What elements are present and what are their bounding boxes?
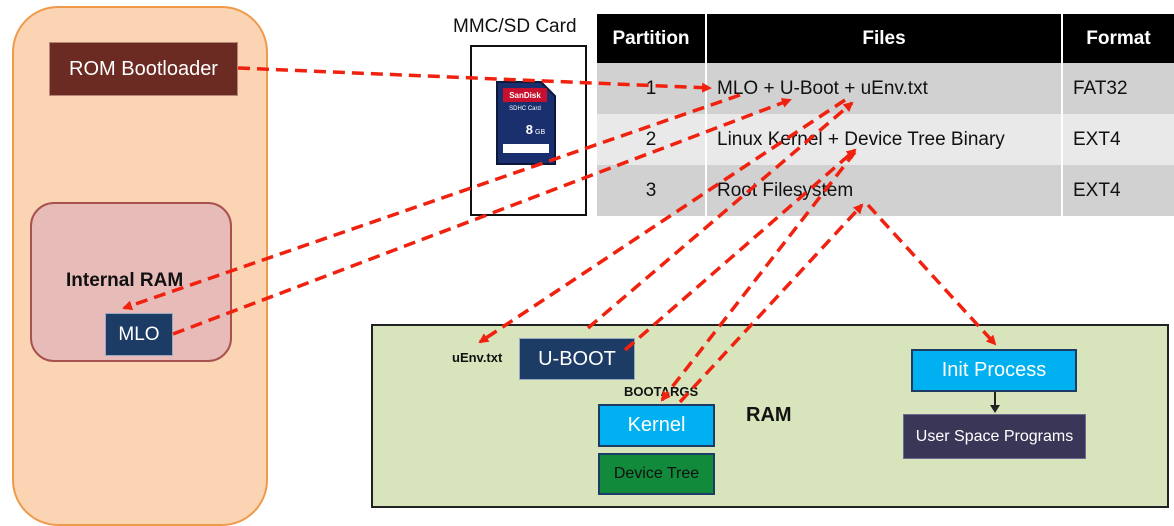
table-row: 3 Root Filesystem EXT4 — [597, 165, 1174, 216]
table-row: 1 MLO + U-Boot + uEnv.txt FAT32 — [597, 63, 1174, 114]
user-space-programs-box: User Space Programs — [903, 414, 1086, 459]
partition-table-header-row: Partition Files Format — [597, 14, 1174, 63]
partition-table: Partition Files Format 1 MLO + U-Boot + … — [597, 14, 1174, 216]
partition-files: Linux Kernel + Device Tree Binary — [706, 114, 1063, 165]
bootargs-label: BOOTARGS — [624, 384, 699, 399]
card-label-strip — [503, 144, 549, 153]
uboot-box: U-BOOT — [519, 338, 635, 380]
rom-bootloader-box: ROM Bootloader — [49, 42, 238, 96]
device-tree-box: Device Tree — [598, 453, 715, 495]
header-partition: Partition — [597, 14, 707, 63]
init-process-box: Init Process — [911, 349, 1077, 392]
card-capacity-number: 8 — [526, 122, 533, 137]
header-format: Format — [1062, 14, 1174, 63]
init-to-userspace-arrow — [990, 392, 1000, 413]
card-type-text: SDHC Card — [509, 106, 541, 112]
card-capacity-unit: GB — [535, 129, 545, 136]
ram-label: RAM — [746, 404, 792, 426]
card-brand-text: SanDisk — [509, 91, 541, 100]
partition-files: Root Filesystem — [706, 165, 1063, 216]
table-row: 2 Linux Kernel + Device Tree Binary EXT4 — [597, 114, 1174, 165]
partition-files: MLO + U-Boot + uEnv.txt — [706, 63, 1063, 114]
internal-ram-label: Internal RAM — [66, 270, 184, 291]
kernel-box: Kernel — [598, 404, 715, 447]
mlo-box: MLO — [105, 313, 173, 356]
partition-format: FAT32 — [1062, 63, 1174, 114]
partition-format: EXT4 — [1062, 165, 1174, 216]
partition-number: 2 — [597, 114, 707, 165]
partition-number: 3 — [597, 165, 707, 216]
header-files: Files — [706, 14, 1063, 63]
sd-card-label: MMC/SD Card — [453, 16, 577, 37]
partition-format: EXT4 — [1062, 114, 1174, 165]
uenv-label: uEnv.txt — [452, 350, 503, 365]
sd-card-icon: SanDisk SDHC Card 8 GB — [496, 81, 556, 165]
partition-number: 1 — [597, 63, 707, 114]
